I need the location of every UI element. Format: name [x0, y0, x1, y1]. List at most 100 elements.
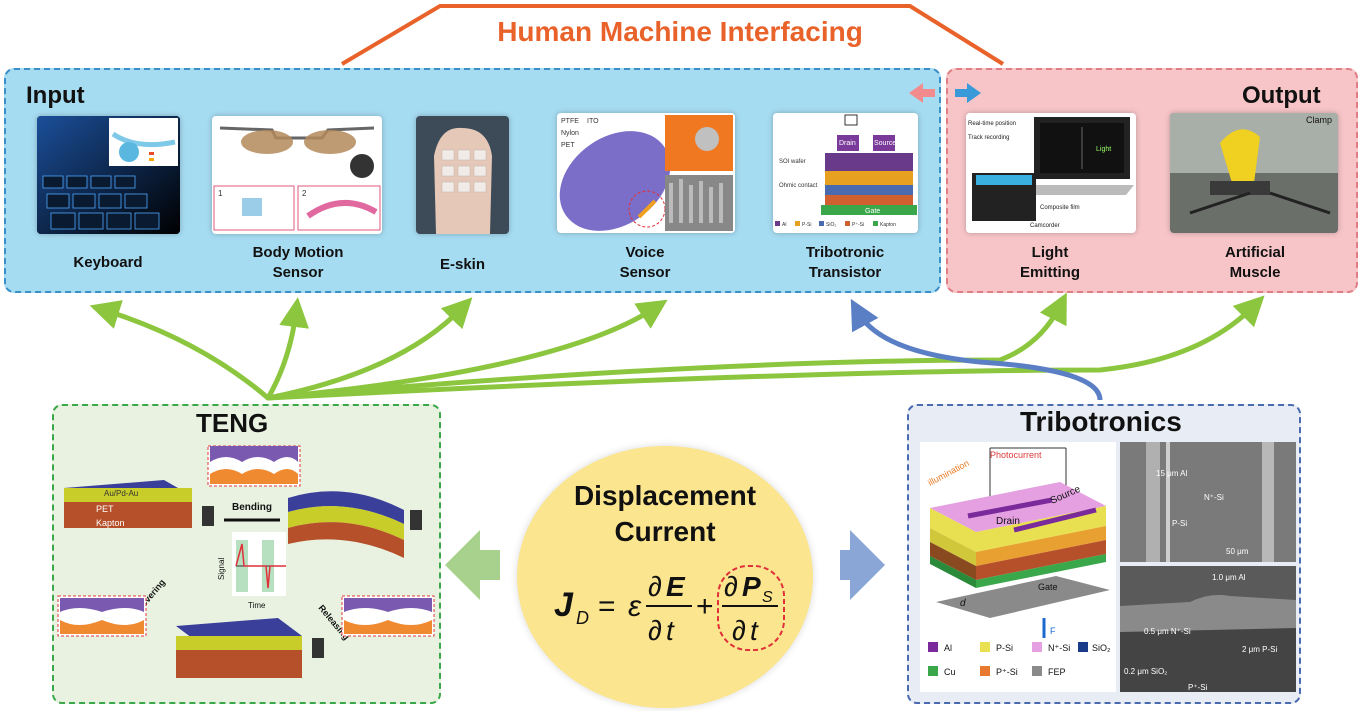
voice-label-ito: ITO [587, 118, 599, 125]
tribo-d: d [960, 598, 966, 609]
transistor-legend-kapton: Kapton [880, 222, 896, 228]
arrow-to-eskin [265, 297, 473, 401]
svg-text:E: E [666, 571, 686, 602]
tribo-legend-ppsi: P⁺-Si [996, 667, 1018, 677]
voice-label-ptfe: PTFE [561, 118, 579, 125]
transistor-soi-label: SOI wafer [779, 159, 806, 165]
page-title: Human Machine Interfacing [497, 16, 863, 47]
teng-signal-axis: Signal [217, 558, 226, 580]
svg-text:J: J [554, 586, 574, 624]
artificial-muscle-label: Artificial Muscle [1224, 244, 1285, 281]
muscle-clamp-label: Clamp [1306, 115, 1332, 125]
light-screen-text: Light [1096, 146, 1111, 153]
svg-text:ε: ε [628, 590, 642, 623]
sem-label-psi: P-Si [1172, 519, 1187, 528]
input-title: Input [26, 82, 85, 109]
svg-text:t: t [666, 615, 675, 646]
output-title: Output [1242, 82, 1321, 109]
svg-text:+: + [696, 590, 714, 623]
tribo-gate: Gate [1038, 582, 1058, 592]
input-arrow-icon [909, 83, 935, 103]
tribo-legend-nsi: N⁺-Si [1048, 643, 1070, 653]
sem-label-nsi-thickness: 0.5 μm N⁺-Si [1144, 627, 1191, 636]
header-trapezoid-line [340, 3, 1005, 66]
tribo-drain: Drain [996, 516, 1020, 527]
tribotronics-title: Tribotronics [1020, 406, 1182, 437]
output-arrow-icon [955, 83, 981, 103]
tribo-legend-fep: FEP [1048, 667, 1066, 677]
sem-label-sio2-thickness: 0.2 μm SiO₂ [1124, 667, 1167, 676]
arrow-to-muscle [265, 295, 1265, 401]
tribo-legend-psi: P-Si [996, 643, 1013, 653]
sem-label-nsi: N⁺-Si [1204, 493, 1224, 502]
svg-text:∂: ∂ [724, 571, 738, 602]
voice-sensor-image: PTFE ITO Nylon PET [557, 113, 735, 233]
teng-layer-pet: PET [96, 504, 114, 514]
transistor-ohmic-label: Ohmic contact [779, 183, 818, 189]
arrow-tribo-to-transistor [850, 298, 1103, 401]
light-label-camcorder: Camcorder [1030, 223, 1060, 229]
teng-time-axis: Time [248, 601, 266, 610]
svg-text:t: t [750, 615, 759, 646]
keyboard-label: Keyboard [73, 254, 143, 271]
voice-sensor-label: Voice Sensor [619, 244, 671, 281]
arrow-to-body-motion [265, 297, 310, 401]
sem-label-psi-thickness: 2 μm P-Si [1242, 645, 1278, 654]
svg-text:∂: ∂ [732, 615, 746, 646]
voice-label-pet: PET [561, 142, 575, 149]
keyboard-image [37, 116, 180, 234]
transistor-legend-al: Al [782, 222, 786, 228]
tribo-legend-cu: Cu [944, 667, 956, 677]
transistor-legend-psi: P-Si [802, 222, 811, 228]
artificial-muscle-image: Clamp [1170, 113, 1338, 233]
teng-diagram: Au/Pd-Au PET Kapton Bending Signal Time … [57, 445, 435, 678]
arrow-to-keyboard [89, 300, 271, 401]
svg-text:=: = [598, 590, 616, 623]
transistor-gate-label: Gate [865, 208, 880, 215]
tribo-legend-al: Al [944, 643, 952, 653]
e-skin-image [416, 116, 509, 234]
svg-text:∂: ∂ [648, 571, 662, 602]
body-motion-sensor-label: Body Motion Sensor [252, 244, 344, 281]
light-label-realtime: Real-time position [968, 121, 1016, 127]
center-title-line1: Displacement [573, 480, 757, 511]
light-emitting-label: Light Emitting [1020, 244, 1080, 281]
sem-label-scale: 50 μm [1226, 547, 1249, 556]
teng-layer-aupd: Au/Pd-Au [104, 489, 138, 498]
voice-label-nylon: Nylon [561, 130, 579, 137]
body-motion-sensor-image: 1 2 [212, 116, 382, 234]
transistor-source-label: Source [874, 140, 896, 147]
tribotronic-transistor-label: Tribotronic Transistor [805, 244, 885, 281]
e-skin-label: E-skin [439, 256, 485, 273]
arrow-right-to-tribo-icon [840, 530, 885, 600]
transistor-legend-sio2: SiO₂ [826, 222, 836, 228]
transistor-legend-ppsi: P⁺-Si [852, 222, 864, 228]
svg-text:2: 2 [302, 189, 307, 198]
sem-label-ppsi: P⁺-Si [1188, 683, 1208, 692]
center-title-line2: Current [614, 516, 716, 547]
tribo-photocurrent: Photocurrent [990, 450, 1042, 460]
tribo-force: F [1050, 626, 1056, 636]
sem-label-al: 15 μm Al [1156, 469, 1188, 478]
light-label-track: Track recording [968, 135, 1009, 141]
transistor-drain-label: Drain [839, 140, 856, 147]
light-label-film: Composite film [1040, 205, 1080, 211]
tribotronic-transistor-image: Drain Source SOI wafer Ohmic contact Gat… [773, 113, 918, 233]
svg-text:P: P [742, 571, 761, 602]
displacement-equation: J D = ε ∂E ∂t + ∂P S ∂t [554, 565, 785, 651]
light-emitting-image: Light Real-time position Track recording… [966, 113, 1136, 233]
svg-text:D: D [576, 608, 589, 628]
teng-state-bending: Bending [232, 502, 272, 513]
tribotronics-diagram: Photocurrent illumination Drain Source G… [920, 442, 1296, 692]
svg-text:S: S [762, 589, 773, 606]
svg-text:1: 1 [218, 189, 223, 198]
sem-label-al-thickness: 1.0 μm Al [1212, 573, 1246, 582]
teng-layer-kapton: Kapton [96, 518, 125, 528]
teng-title: TENG [196, 408, 269, 438]
arrow-left-to-teng-icon [445, 530, 500, 600]
svg-text:∂: ∂ [648, 615, 662, 646]
displacement-current-circle [517, 446, 813, 708]
arrow-to-light [265, 292, 1067, 401]
